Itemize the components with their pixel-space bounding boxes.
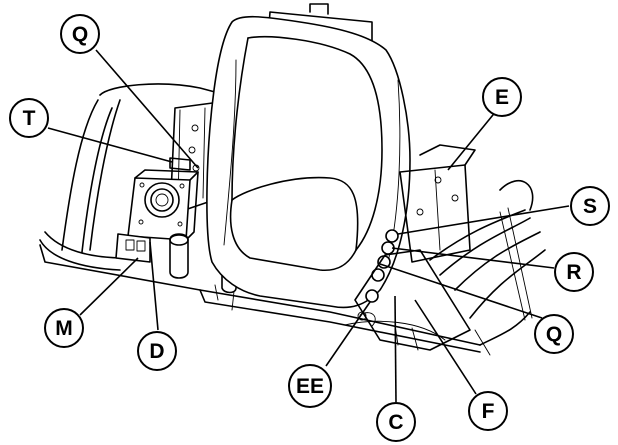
machine-body-drawing (39, 3, 546, 356)
callout-t-label: T (23, 107, 36, 130)
callout-r: R (554, 252, 594, 292)
callout-m: M (44, 308, 84, 348)
callout-d-label: D (149, 340, 164, 363)
callout-q-right-label: Q (546, 323, 562, 346)
callout-m-label: M (55, 317, 73, 340)
callout-c-label: C (388, 411, 403, 434)
callout-f: F (468, 391, 508, 431)
callout-r-label: R (566, 261, 581, 284)
callout-s-label: S (583, 195, 597, 218)
callout-t: T (9, 98, 49, 138)
callout-q-top: Q (60, 14, 100, 54)
callout-s: S (570, 186, 610, 226)
callout-e-label: E (495, 86, 509, 109)
callout-e: E (482, 77, 522, 117)
callout-ee-label: EE (296, 375, 324, 398)
leader-lines (47, 49, 570, 403)
callout-f-label: F (482, 400, 495, 423)
callout-d: D (137, 331, 177, 371)
callout-q-top-label: Q (72, 23, 88, 46)
callout-ee: EE (288, 364, 332, 408)
callout-c: C (376, 402, 416, 442)
callout-q-right: Q (534, 314, 574, 354)
